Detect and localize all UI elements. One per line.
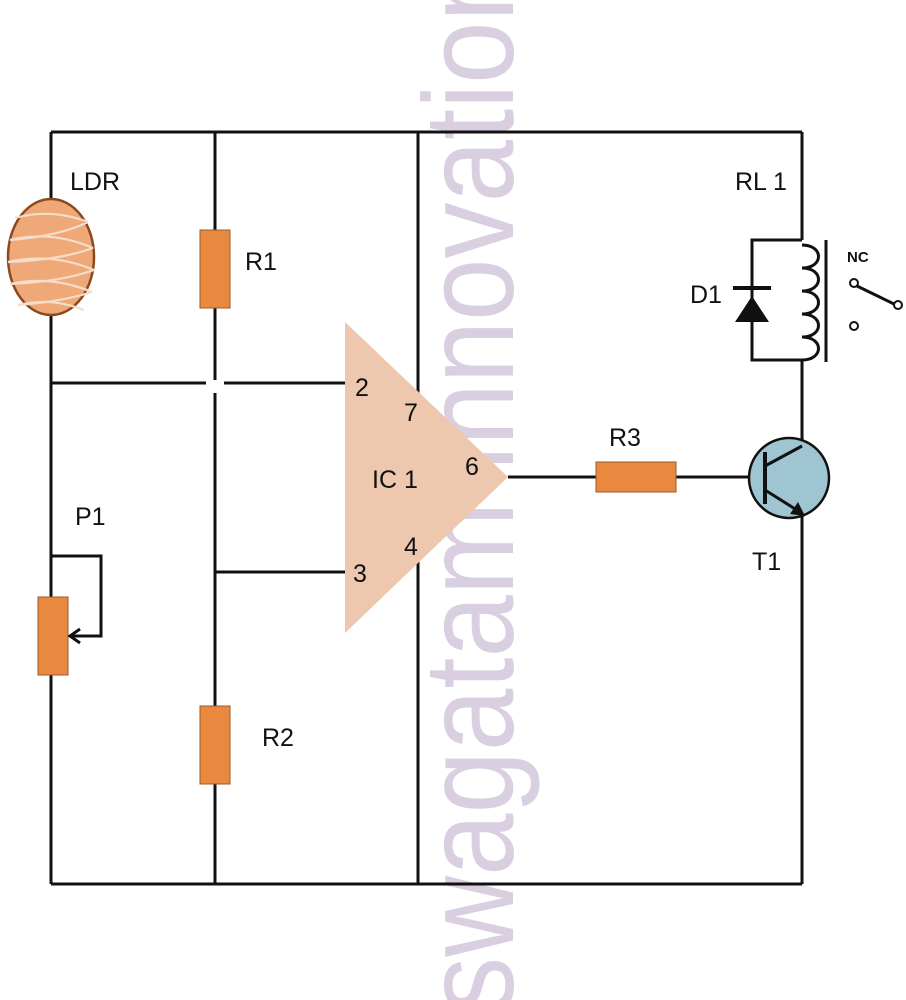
ic1-pin-7: 7 [404,399,418,427]
resistor-r1: R1 [199,229,277,309]
t1-label: T1 [752,548,781,576]
r2-label: R2 [262,724,294,752]
ic1-pin-3: 3 [353,560,367,588]
relay-nc-label: NC [847,249,869,266]
ic1-pin-4: 4 [404,533,418,561]
ic1-label: IC 1 [372,466,418,494]
relay-rl1: RL 1 NC [735,168,903,362]
ic1-pin-2: 2 [355,374,369,402]
ldr-label: LDR [70,168,120,196]
r1-label: R1 [245,248,277,276]
resistor-r3: R3 [595,424,677,493]
diode-d1: D1 [690,238,802,362]
ic1-pin-6: 6 [465,453,479,481]
transistor-t1: T1 [747,436,831,576]
p1-label: P1 [75,503,106,531]
ic1-opamp: IC 1 2 7 6 4 3 [345,322,508,633]
relay-label: RL 1 [735,168,787,196]
potentiometer-p1: P1 [37,503,106,676]
resistor-r2: R2 [199,705,294,785]
ldr: LDR [6,168,120,317]
r3-label: R3 [609,424,641,452]
d1-label: D1 [690,281,722,309]
